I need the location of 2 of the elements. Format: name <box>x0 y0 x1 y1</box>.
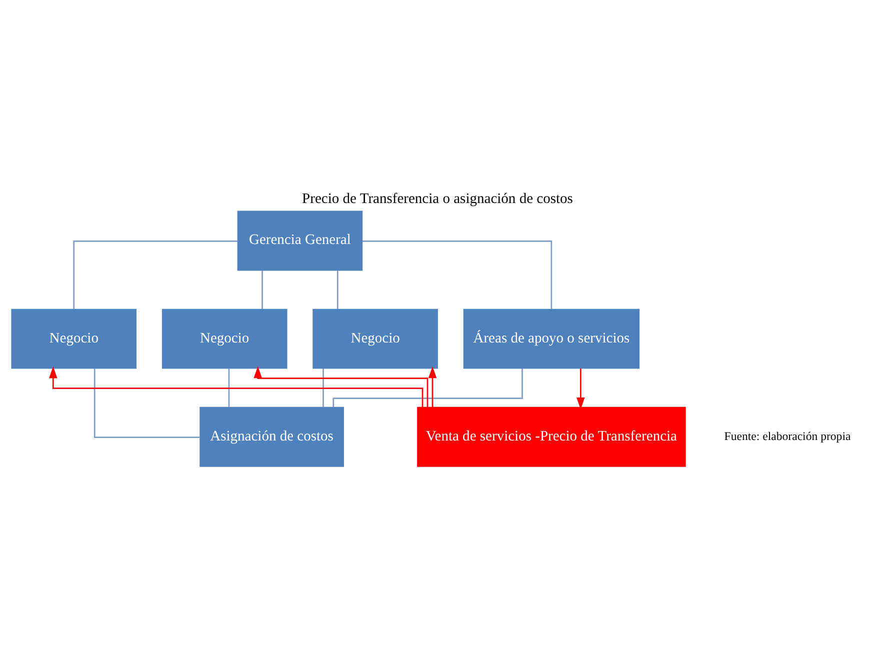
diagram-title: Precio de Transferencia o asignación de costos <box>302 190 573 206</box>
label: Fuente: elaboración propia <box>724 428 851 442</box>
